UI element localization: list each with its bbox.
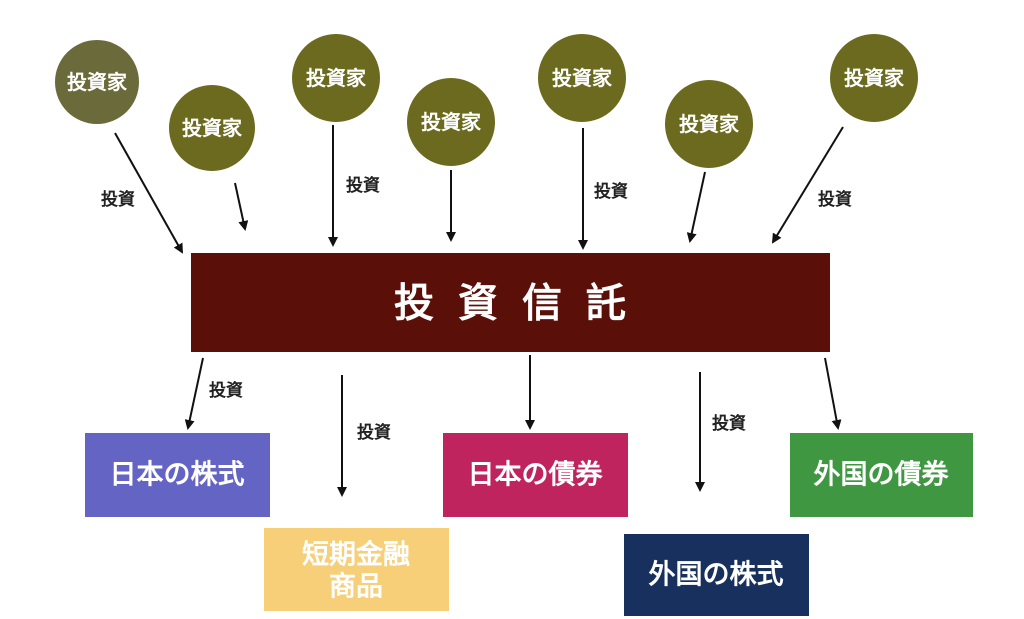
investor-label: 投資家 xyxy=(306,66,367,90)
invest-label: 投資 xyxy=(712,413,746,434)
investor-label: 投資家 xyxy=(67,70,128,94)
investor-node: 投資家 xyxy=(538,34,626,122)
japan-bonds-box: 日本の債券 xyxy=(443,433,628,517)
arrow xyxy=(234,182,249,231)
investor-node: 投資家 xyxy=(169,85,255,171)
foreign-stocks-box: 外国の株式 xyxy=(624,534,809,616)
foreign-stocks-label: 外国の株式 xyxy=(649,560,784,591)
investor-label: 投資家 xyxy=(552,66,613,90)
invest-label: 投資 xyxy=(346,175,380,196)
invest-label: 投資 xyxy=(209,380,243,401)
foreign-bonds-label: 外国の債券 xyxy=(814,459,950,491)
arrow xyxy=(824,357,842,430)
money-market-label-line1: 短期金融 xyxy=(302,539,410,571)
investor-node: 投資家 xyxy=(665,80,753,168)
arrow xyxy=(771,126,844,244)
japan-bonds-label: 日本の債券 xyxy=(468,459,604,491)
investment-trust-label: 投資信託 xyxy=(394,280,650,327)
arrow xyxy=(114,132,183,254)
japan-stocks-box: 日本の株式 xyxy=(85,433,270,517)
investor-node: 投資家 xyxy=(830,34,918,122)
invest-label: 投資 xyxy=(101,189,135,210)
foreign-bonds-box: 外国の債券 xyxy=(790,433,973,517)
arrow xyxy=(184,357,204,430)
invest-label: 投資 xyxy=(818,189,852,210)
invest-label: 投資 xyxy=(594,181,628,202)
investor-label: 投資家 xyxy=(182,116,243,140)
money-market-label-line2: 商品 xyxy=(329,572,383,603)
investor-label: 投資家 xyxy=(844,66,905,90)
investor-label: 投資家 xyxy=(679,112,740,136)
money-market-box: 短期金融 商品 xyxy=(264,528,449,611)
investor-node: 投資家 xyxy=(407,78,495,166)
investment-trust-box: 投資信託 xyxy=(191,253,830,352)
arrow xyxy=(686,171,706,243)
investor-node: 投資家 xyxy=(55,40,139,124)
invest-label: 投資 xyxy=(357,422,391,443)
investor-node: 投資家 xyxy=(292,34,380,122)
japan-stocks-label: 日本の株式 xyxy=(110,460,245,491)
investor-label: 投資家 xyxy=(421,110,482,134)
